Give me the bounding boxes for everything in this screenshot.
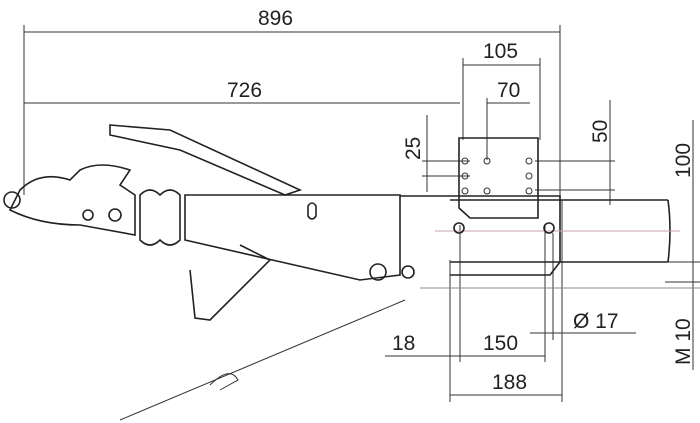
dim-hole-spacing-y: 25 (402, 137, 425, 160)
dim-hole-spacing-x: 70 (497, 79, 520, 102)
dim-beam-length: 188 (492, 371, 527, 394)
dim-to-plate: 726 (227, 79, 262, 102)
hitch-body (3, 124, 415, 421)
dim-overall-length: 896 (258, 7, 293, 30)
dim-beam-height: 100 (672, 143, 695, 178)
dimension-lines (23, 25, 700, 402)
dim-hole-distance: 150 (483, 332, 518, 355)
dim-thread: M 10 (672, 318, 695, 365)
dim-plate-offset: 50 (589, 120, 612, 143)
dim-hole-diameter: Ø 17 (573, 310, 619, 333)
mounting-plate (458, 137, 539, 219)
axle-beam (400, 195, 700, 289)
dim-plate-width: 105 (483, 40, 518, 63)
dim-offset-18: 18 (392, 332, 415, 355)
